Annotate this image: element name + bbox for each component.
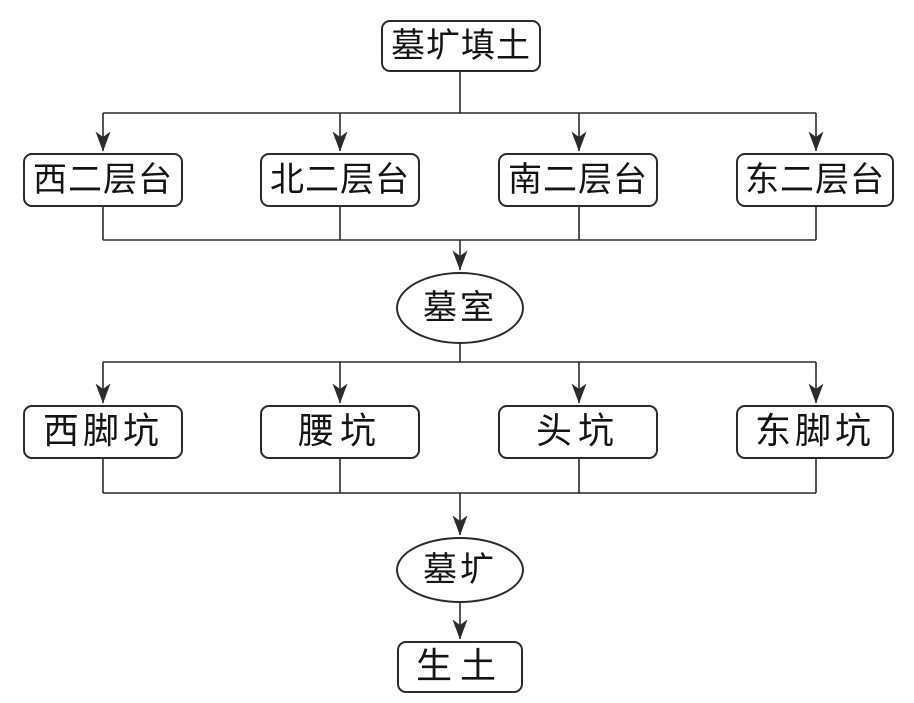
node-west-foot-pit: 西脚坑	[23, 405, 183, 459]
node-label: 腰坑	[297, 411, 382, 452]
node-east-foot-pit: 东脚坑	[736, 405, 894, 459]
node-label: 西二层台	[33, 160, 173, 200]
node-tomb-chamber: 墓室	[396, 272, 524, 344]
node-label: 生土	[415, 646, 504, 687]
node-east-platform: 东二层台	[736, 153, 894, 207]
node-head-pit: 头坑	[498, 405, 658, 459]
node-label: 北二层台	[270, 160, 410, 200]
connector-arrows	[95, 113, 824, 640]
node-label: 东二层台	[745, 160, 885, 200]
node-north-platform: 北二层台	[260, 153, 420, 207]
node-label: 西脚坑	[42, 411, 163, 452]
node-label: 墓圹填土	[391, 26, 531, 66]
node-label: 东脚坑	[754, 411, 875, 452]
node-waist-pit: 腰坑	[260, 405, 420, 459]
node-label: 头坑	[535, 411, 620, 452]
node-sterile-soil: 生土	[397, 641, 523, 693]
node-tomb-pit-fill: 墓圹填土	[381, 20, 541, 72]
node-label: 墓圹	[423, 550, 497, 590]
node-south-platform: 南二层台	[498, 153, 658, 207]
node-label: 墓室	[423, 288, 497, 328]
node-west-platform: 西二层台	[23, 153, 183, 207]
node-tomb-pit: 墓圹	[396, 537, 524, 603]
node-label: 南二层台	[508, 160, 648, 200]
